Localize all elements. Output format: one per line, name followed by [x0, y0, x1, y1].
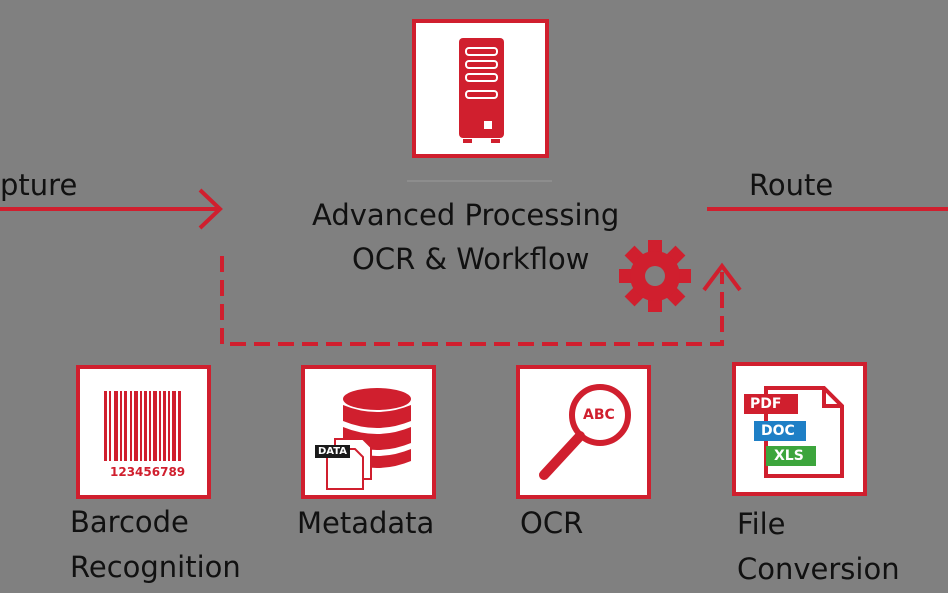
file-label-line2: Conversion	[737, 552, 900, 586]
barcode-label-line2: Recognition	[70, 550, 241, 584]
server-box	[412, 19, 549, 158]
barcode-digits: 123456789	[110, 465, 186, 479]
format-pdf: PDF	[750, 396, 782, 412]
capture-label: pture	[0, 168, 78, 202]
barcode-icon	[104, 391, 181, 461]
metadata-box: DATA	[301, 365, 436, 499]
data-doc-tag: DATA	[315, 445, 351, 458]
magnifier-icon	[539, 384, 631, 480]
file-label-line1: File	[737, 507, 786, 541]
barcode-box: 123456789	[76, 365, 211, 499]
database-icon	[326, 388, 411, 490]
server-icon	[459, 38, 504, 143]
format-xls: XLS	[774, 448, 804, 464]
gear-icon	[619, 240, 691, 312]
ocr-box: ABC	[516, 365, 651, 499]
file-formats-icon	[744, 386, 844, 478]
route-label: Route	[749, 168, 834, 202]
lens-text: ABC	[583, 407, 615, 423]
barcode-label-line1: Barcode	[70, 505, 189, 539]
file-conversion-box: PDF DOC XLS	[732, 362, 867, 496]
center-title-line1: Advanced Processing	[312, 198, 620, 232]
center-title-line2: OCR & Workflow	[352, 242, 590, 276]
metadata-label: Metadata	[297, 506, 435, 540]
format-doc: DOC	[761, 423, 795, 439]
ocr-label: OCR	[520, 506, 584, 540]
